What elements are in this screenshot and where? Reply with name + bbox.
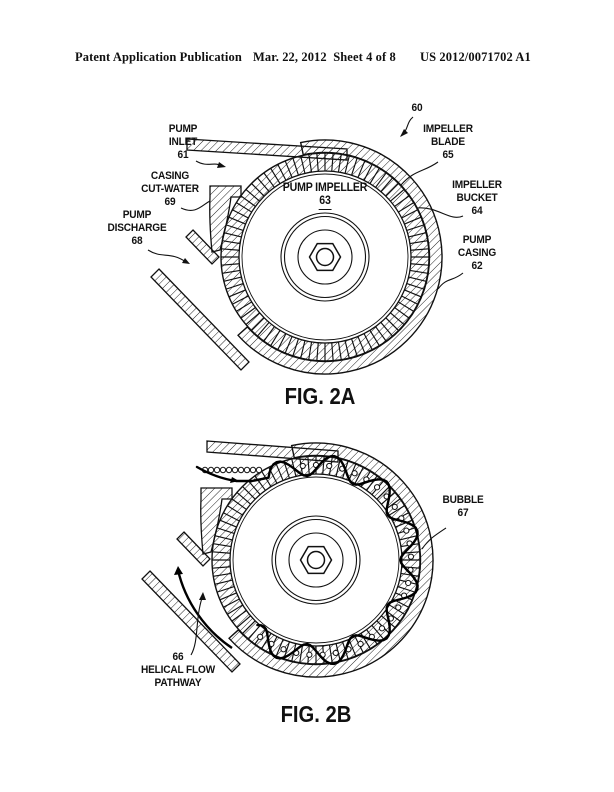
helical-flow-line (195, 454, 419, 666)
discharge-stub-wall-2b (176, 531, 211, 567)
discharge-outer-wall-2b (141, 570, 241, 673)
callout-pump-casing: PUMP CASING 62 (457, 234, 497, 272)
fig-2b-flow-and-bubbles (195, 454, 419, 666)
leader-68 (147, 249, 187, 263)
callout-bubble: BUBBLE 67 (442, 494, 484, 519)
leader-69 (180, 200, 211, 211)
discharge-outer-wall (150, 268, 250, 371)
casing-cut-water-part (209, 185, 242, 253)
casing-cut-water-part-2b (200, 487, 233, 555)
callout-impeller-blade: IMPELLER BLADE 65 (423, 123, 473, 161)
leader-66-arrow (199, 592, 206, 600)
leader-66 (190, 597, 203, 656)
fig-2a-caption: FIG. 2A (284, 383, 356, 409)
flow-exit-arrow-line (176, 569, 233, 649)
pump-impeller-label-title: PUMP IMPELLER (282, 182, 368, 194)
header-publication-type: Patent Application Publication (75, 50, 242, 64)
callout-impeller-bucket: IMPELLER BUCKET 64 (452, 179, 502, 217)
leader-60-arrow (400, 129, 408, 137)
fig-2a-pump-body (220, 139, 443, 375)
discharge-stub-wall (185, 229, 220, 265)
callout-helical-flow: 66 HELICAL FLOW PATHWAY (140, 651, 216, 689)
callout-pump-inlet: PUMP INLET 61 (168, 123, 198, 161)
leader-62 (437, 272, 464, 290)
flow-exit-arrowhead (174, 566, 183, 575)
fig-2b-caption: FIG. 2B (280, 701, 352, 727)
pump-impeller-label-number: 63 (318, 195, 332, 210)
leader-68-arrow (182, 258, 190, 264)
callout-casing-cut-water: CASING CUT-WATER 69 (141, 170, 199, 208)
callout-ref-60: 60 (411, 102, 423, 114)
leader-61-arrow (217, 162, 226, 168)
header-publication-number: US 2012/0071702 A1 (420, 50, 531, 64)
callout-pump-discharge: PUMP DISCHARGE 68 (107, 209, 167, 247)
header-date-sheet: Mar. 22, 2012 Sheet 4 of 8 (253, 50, 396, 64)
pump-impeller-label: PUMP IMPELLER 63 (283, 182, 367, 210)
